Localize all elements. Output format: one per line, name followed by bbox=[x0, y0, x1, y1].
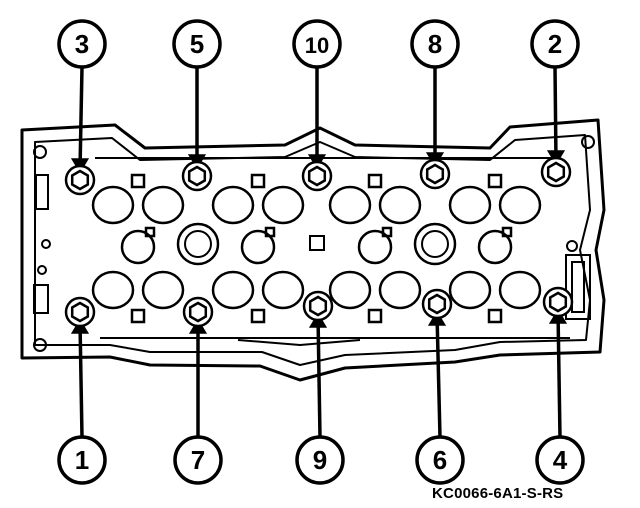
oil-gallery-plug-inner bbox=[184, 230, 212, 258]
bolt-7 bbox=[182, 296, 214, 328]
bolt-4 bbox=[542, 286, 574, 318]
callout-number: 6 bbox=[433, 445, 447, 475]
callout-1: 1 bbox=[57, 435, 107, 485]
leader-line-6 bbox=[435, 313, 442, 438]
cylinder-1 bbox=[91, 173, 185, 324]
callout-number: 5 bbox=[190, 29, 204, 59]
callout-number: 10 bbox=[305, 33, 329, 58]
valve-pockets bbox=[91, 173, 542, 324]
bolt-5 bbox=[181, 160, 213, 192]
callout-4: 4 bbox=[535, 435, 585, 485]
callout-6: 6 bbox=[415, 435, 465, 485]
cylinder-head-outline bbox=[20, 118, 606, 382]
callout-3: 3 bbox=[57, 19, 107, 69]
bolt-8 bbox=[419, 158, 451, 190]
left-edge-details bbox=[33, 145, 51, 352]
callout-number: 2 bbox=[548, 29, 562, 59]
oil-gallery-plug bbox=[413, 222, 457, 266]
callout-number: 4 bbox=[553, 445, 568, 475]
cylinder-3 bbox=[328, 173, 422, 324]
leader-lines bbox=[70, 66, 568, 438]
leader-line-3 bbox=[78, 66, 84, 171]
cylinder-4 bbox=[448, 173, 542, 324]
callout-number: 9 bbox=[313, 445, 327, 475]
leader-line-9 bbox=[316, 315, 322, 438]
leader-line-1 bbox=[78, 321, 84, 438]
bolt-2 bbox=[540, 156, 572, 188]
callout-2: 2 bbox=[530, 19, 580, 69]
bolt-1 bbox=[64, 296, 96, 328]
bolt-10 bbox=[301, 160, 333, 192]
center-boss bbox=[309, 235, 325, 251]
bolt-6 bbox=[421, 288, 453, 320]
leader-line-2 bbox=[553, 66, 558, 163]
head-bolts bbox=[64, 156, 574, 328]
bolt-3 bbox=[64, 164, 96, 196]
callout-9: 9 bbox=[295, 435, 345, 485]
callout-number: 8 bbox=[428, 29, 442, 59]
leader-line-4 bbox=[556, 311, 562, 438]
oil-gallery-plug bbox=[176, 222, 220, 266]
callout-number: 3 bbox=[75, 29, 89, 59]
callout-10: 10 bbox=[292, 19, 342, 69]
cylinder-2 bbox=[211, 173, 305, 324]
callout-7: 7 bbox=[173, 435, 223, 485]
bolt-callouts: 3 5 10 8 2 1 7 9 6 4 bbox=[57, 19, 585, 485]
bolt-9 bbox=[302, 290, 334, 322]
callout-5: 5 bbox=[172, 19, 222, 69]
oil-gallery-plug-inner bbox=[421, 230, 449, 258]
callout-8: 8 bbox=[410, 19, 460, 69]
callout-number: 7 bbox=[191, 445, 205, 475]
right-edge-details bbox=[565, 135, 595, 320]
figure-caption: KC0066-6A1-S-RS bbox=[432, 485, 564, 502]
callout-number: 1 bbox=[75, 445, 89, 475]
